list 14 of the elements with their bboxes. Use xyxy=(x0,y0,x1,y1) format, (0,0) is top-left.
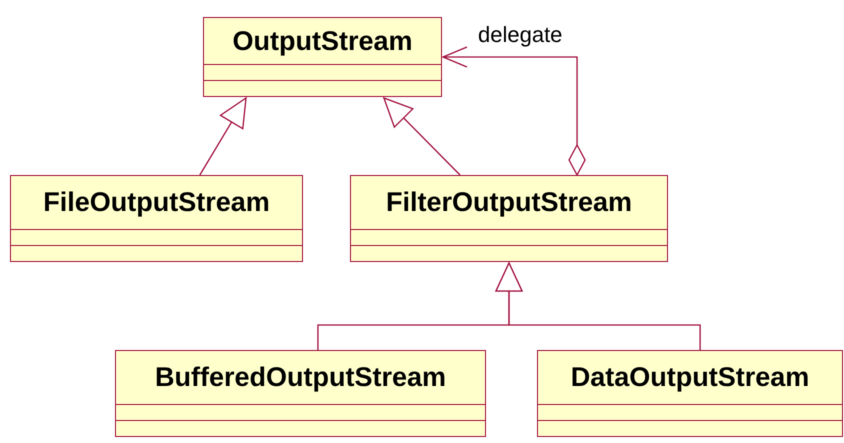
inheritance-arrow xyxy=(199,97,247,176)
inheritance-arrow xyxy=(495,262,701,350)
class-box xyxy=(350,175,668,262)
class-box xyxy=(115,350,486,437)
class-name: OutputStream xyxy=(232,24,412,58)
class-box xyxy=(10,175,303,262)
class-box xyxy=(203,17,442,97)
inheritance-arrow xyxy=(383,97,460,176)
class-name: FilterOutputStream xyxy=(386,186,632,220)
class-box xyxy=(537,350,843,437)
class-name: FileOutputStream xyxy=(43,186,270,220)
class-name: DataOutputStream xyxy=(570,361,810,394)
aggregation-arrow xyxy=(442,46,586,176)
class-name: BufferedOutputStream xyxy=(154,361,446,394)
